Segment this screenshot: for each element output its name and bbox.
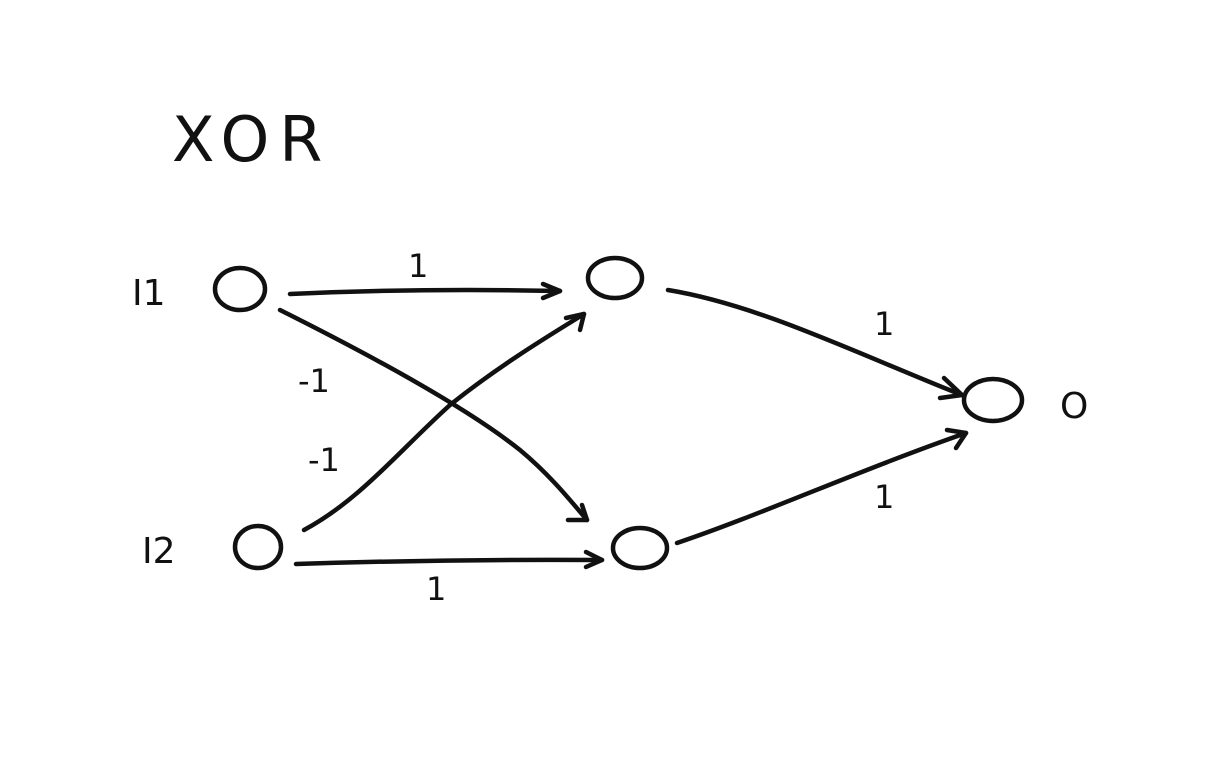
edge-input2-hidden1	[301, 311, 587, 533]
edge-hidden2-output	[674, 430, 969, 546]
node-label-input-2: I2	[142, 531, 176, 572]
weight-hidden2-output: 1	[874, 478, 894, 516]
node-label-output: O	[1060, 386, 1088, 427]
weight-hidden1-output: 1	[874, 305, 894, 343]
node-input-2	[232, 523, 284, 571]
edge-input2-hidden2	[293, 557, 605, 567]
arrowhead-input1-hidden2	[565, 502, 590, 523]
diagram-title: XOR	[172, 103, 332, 176]
weight-input1-hidden1: 1	[408, 247, 428, 285]
edge-input1-hidden2	[277, 307, 590, 523]
edge-hidden1-output	[665, 287, 965, 398]
arrowhead-input1-hidden1	[540, 281, 563, 301]
weight-input2-hidden2: 1	[426, 570, 446, 608]
arrowhead-hidden2-output	[944, 427, 969, 451]
node-hidden-2	[610, 525, 670, 571]
weight-input2-hidden1: -1	[308, 441, 340, 479]
weight-input1-hidden2: -1	[298, 362, 330, 400]
node-input-1	[212, 265, 268, 313]
edge-input1-hidden1	[287, 287, 563, 297]
arrowhead-input2-hidden2	[583, 549, 605, 570]
arrowhead-hidden1-output	[937, 375, 965, 401]
node-hidden-1	[585, 255, 645, 301]
node-output	[961, 376, 1025, 424]
node-label-input-1: I1	[132, 273, 166, 314]
arrowhead-input2-hidden1	[563, 311, 587, 333]
